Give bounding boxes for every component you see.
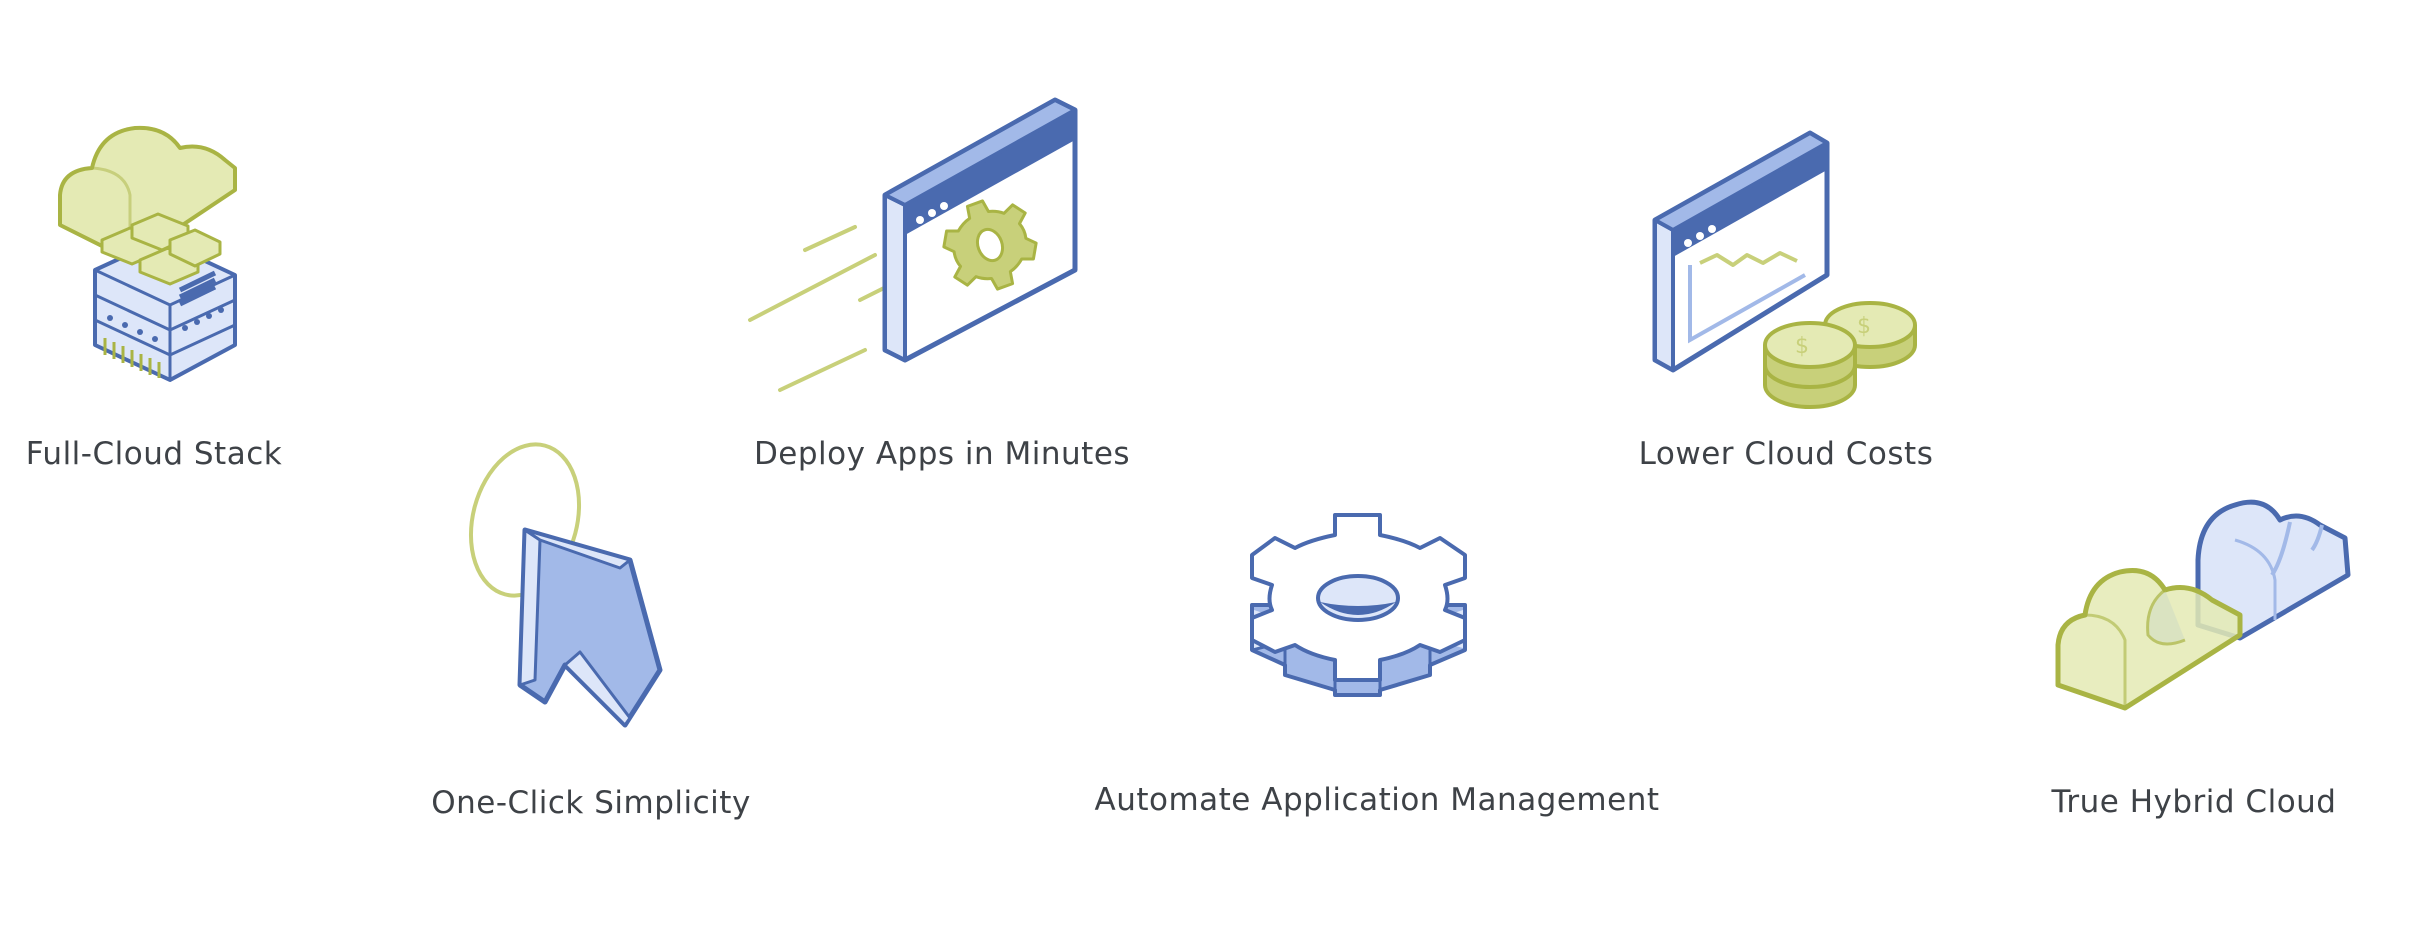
cursor-click-icon: [468, 442, 663, 728]
feature-label: One-Click Simplicity: [431, 785, 751, 821]
feature-label: Lower Cloud Costs: [1638, 436, 1934, 472]
feature-label: Automate Application Management: [1094, 782, 1660, 818]
browser-chart-coins-icon: $ $: [1652, 130, 1917, 409]
feature-label: Deploy Apps in Minutes: [753, 436, 1131, 472]
gear-icon: [1250, 513, 1467, 697]
hybrid-clouds-icon: [2055, 499, 2351, 711]
svg-text:$: $: [1795, 334, 1809, 359]
feature-label: Full-Cloud Stack: [25, 436, 283, 472]
feature-label: True Hybrid Cloud: [2051, 784, 2337, 820]
cloud-server-stack-icon: [58, 125, 237, 382]
browser-gear-icon: [748, 97, 1078, 392]
svg-text:$: $: [1857, 314, 1871, 339]
